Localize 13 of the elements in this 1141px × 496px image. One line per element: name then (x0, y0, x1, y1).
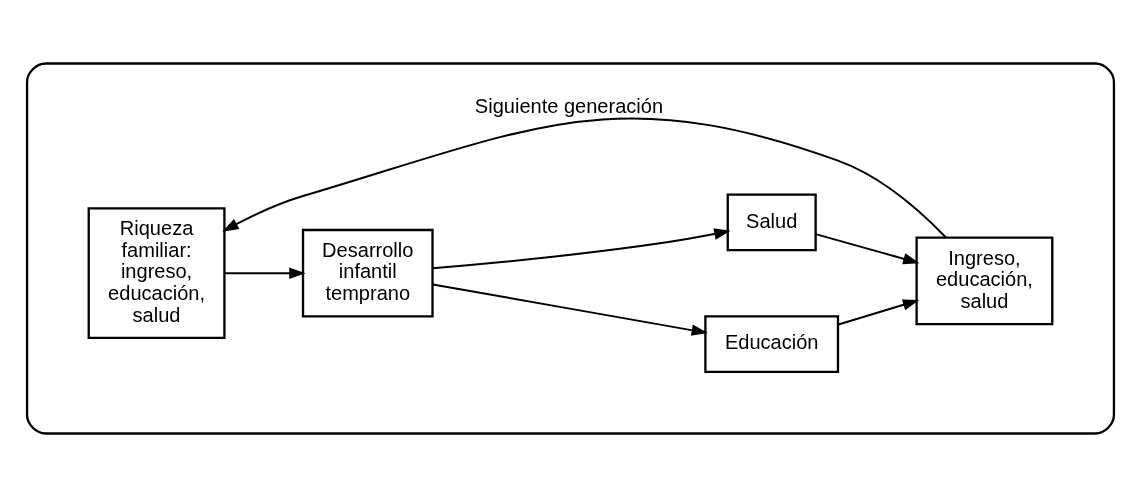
node-box: Riqueza familiar: ingreso, educación, salud (87, 206, 226, 339)
arrow (837, 298, 920, 325)
arrow (814, 232, 920, 264)
node-box: Salud (726, 192, 817, 251)
arrow (222, 117, 947, 239)
node-box: Ingreso, educación, salud (915, 236, 1054, 325)
edge-label: Siguiente generación (474, 94, 664, 117)
node-box: Desarrollo infantil temprano (301, 228, 434, 317)
cluster (25, 61, 1116, 435)
node-box: Educación (704, 314, 840, 373)
arrow (431, 227, 731, 269)
arrow (431, 282, 708, 336)
arrow (223, 266, 306, 279)
